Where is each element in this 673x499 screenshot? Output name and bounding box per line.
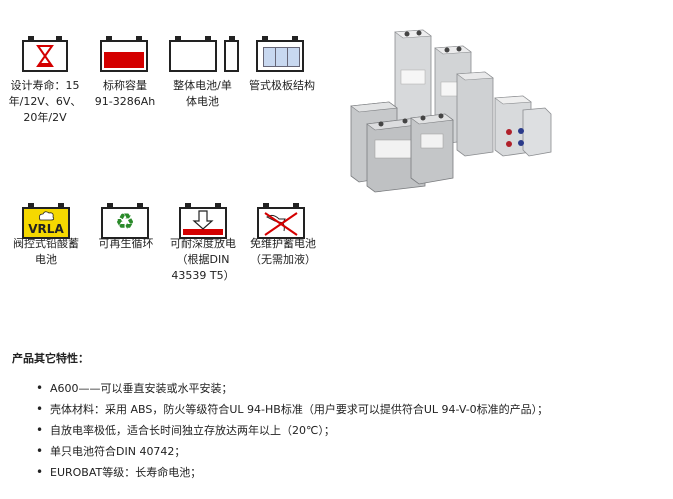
feature-deep-discharge: 可耐深度放电 （根据DIN 43539 T5） <box>163 203 243 305</box>
feature-caption: 可再生循环 <box>98 237 154 250</box>
list-item: 单只电池符合DIN 40742； <box>36 441 548 462</box>
spec-list: A600——可以垂直安装或水平安装； 壳体材料：采用 ABS，防火等级符合UL … <box>36 378 548 483</box>
feature-vrla: VRLA 阀控式铅酸蓄 电池 <box>8 203 84 275</box>
feature-design-life: 设计寿命：15 年/12V、6V、 20年/2V <box>6 36 84 138</box>
feature-monoblock: 整体电池/单 体电池 <box>165 36 240 108</box>
feature-caption: 整体电池/单 体电池 <box>173 79 232 108</box>
capacity-icon <box>100 36 148 72</box>
feature-capacity: 标称容量 91-3286Ah <box>92 36 158 108</box>
vrla-icon: VRLA <box>22 203 70 239</box>
feature-caption: 设计寿命：15 年/12V、6V、 20年/2V <box>8 79 82 124</box>
deep-discharge-icon <box>179 203 227 239</box>
list-item: 自放电率极低，适合长时间独立存放达两年以上（20℃）； <box>36 420 548 441</box>
no-refill-icon <box>257 203 305 239</box>
monoblock-icon <box>169 36 239 72</box>
feature-recyclable: ♻ 可再生循环 <box>93 203 159 275</box>
feature-tubular: 管式极板结构 <box>242 36 322 108</box>
feature-caption: 管式极板结构 <box>249 79 315 92</box>
section-title: 产品其它特性： <box>12 352 89 365</box>
feature-caption: 阀控式铅酸蓄 电池 <box>13 237 79 266</box>
list-item: 壳体材料：采用 ABS，防火等级符合UL 94-HB标准（用户要求可以提供符合U… <box>36 399 548 420</box>
feature-caption: 免维护蓄电池 （无需加液） <box>250 237 316 266</box>
hourglass-icon <box>22 36 68 72</box>
vrla-badge: VRLA <box>28 222 64 236</box>
feature-maintenance-free: 免维护蓄电池 （无需加液） <box>243 203 323 285</box>
tubular-plate-icon <box>256 36 304 72</box>
feature-caption: 可耐深度放电 （根据DIN 43539 T5） <box>170 237 236 282</box>
battery-product-photo <box>350 29 552 193</box>
list-item: A600——可以垂直安装或水平安装； <box>36 378 548 399</box>
list-item: EUROBAT等级：长寿命电池； <box>36 462 548 483</box>
recycle-icon: ♻ <box>101 203 149 239</box>
feature-caption: 标称容量 91-3286Ah <box>94 79 156 108</box>
